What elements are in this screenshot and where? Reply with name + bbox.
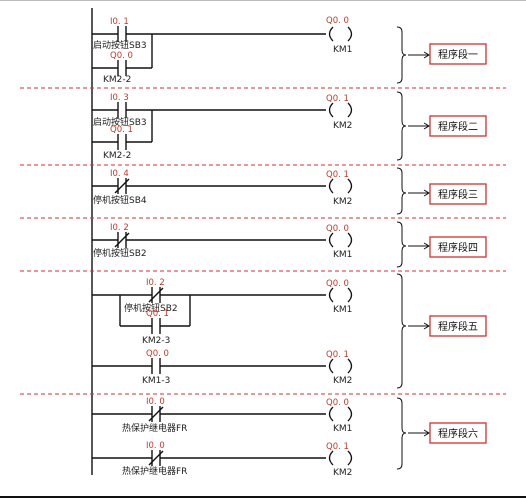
segment-3: I0. 4 停机按钮SB4 Q0. 1 KM2 程序段三 — [92, 167, 487, 215]
nc-slash — [114, 232, 130, 248]
contact-label: 启动按钮SB3 — [93, 39, 147, 51]
brace — [396, 273, 407, 389]
contact-address: I0. 3 — [110, 93, 129, 103]
segment-3-label-box — [429, 183, 487, 205]
contact-address: Q0. 0 — [146, 349, 169, 359]
contact-address: Q0. 1 — [146, 309, 169, 319]
contact-label: KM2-3 — [142, 336, 170, 346]
contact-address: I0. 1 — [110, 17, 129, 27]
segment-1-label-box — [429, 43, 487, 65]
coil-label: KM1 — [333, 305, 352, 315]
segment-6-label-box — [429, 422, 487, 444]
coil-address: Q0. 1 — [326, 94, 349, 104]
segment-2-label-box — [429, 115, 487, 137]
contact-address: I0. 2 — [110, 223, 129, 233]
segment-6: I0. 0 热保护继电器FR Q0. 0 KM1 I0. 0 热保护继电器FR … — [92, 397, 487, 478]
contact-address: I0. 0 — [146, 397, 165, 407]
segment-1: I0. 1 启动按钮SB3 Q0. 0 KM2-2 Q0. 0 KM1 程序段一 — [92, 16, 487, 85]
coil-address: Q0. 1 — [326, 442, 349, 452]
brace — [396, 167, 407, 215]
nc-slash — [148, 287, 164, 303]
contact-label: 启动按钮SB3 — [93, 116, 147, 128]
contact-address: I0. 4 — [110, 169, 129, 179]
segment-2-label: 程序段二 — [438, 120, 478, 133]
segment-4-label: 程序段四 — [438, 241, 478, 254]
segment-2: I0. 3 启动按钮SB3 Q0. 1 KM2-2 Q0. 1 KM2 程序段二 — [92, 91, 487, 161]
contact-label: KM2-2 — [103, 75, 131, 85]
contact-address: I0. 2 — [146, 278, 165, 288]
segment-5: I0. 2 停机按钮SB2 Q0. 1 KM2-3 Q0. 0 KM1 Q0. … — [92, 273, 487, 389]
contact-address: I0. 0 — [146, 441, 165, 451]
brace — [396, 91, 407, 161]
coil-label: KM2 — [333, 121, 352, 131]
nc-slash — [148, 450, 164, 466]
coil-label: KM1 — [333, 250, 352, 260]
segment-5-label-box — [429, 315, 487, 337]
coil-label: KM1 — [333, 45, 352, 55]
segment-5-label: 程序段五 — [438, 320, 478, 333]
contact-label: 热保护继电器FR — [122, 465, 187, 477]
nc-slash — [114, 178, 130, 194]
contact-address: Q0. 0 — [110, 51, 133, 61]
segment-4-label-box — [429, 236, 487, 258]
contact-label: 停机按钮SB2 — [124, 302, 178, 314]
segment-4: I0. 2 停机按钮SB2 Q0. 0 KM1 程序段四 — [92, 221, 487, 268]
contact-address: Q0. 1 — [110, 125, 133, 135]
coil-label: KM2 — [333, 197, 352, 207]
brace — [396, 221, 407, 268]
coil-address: Q0. 0 — [326, 224, 349, 234]
coil-address: Q0. 1 — [326, 170, 349, 180]
coil-address: Q0. 0 — [326, 398, 349, 408]
coil-address: Q0. 0 — [326, 279, 349, 289]
contact-label: 停机按钮SB2 — [93, 247, 147, 259]
coil-label: KM2 — [333, 376, 352, 386]
coil-label: KM2 — [333, 468, 352, 478]
coil-left-arc — [328, 26, 334, 42]
contact-label: 热保护继电器FR — [122, 422, 187, 434]
coil-address: Q0. 0 — [326, 16, 349, 26]
segment-3-label: 程序段三 — [438, 188, 478, 201]
coil-right-arc — [347, 26, 353, 42]
brace — [396, 26, 407, 84]
brace — [396, 397, 407, 470]
segment-6-label: 程序段六 — [438, 427, 478, 440]
contact-label: KM1-3 — [142, 376, 170, 386]
coil-address: Q0. 1 — [326, 350, 349, 360]
contact-label: 停机按钮SB4 — [93, 194, 147, 206]
nc-slash — [148, 406, 164, 422]
coil-label: KM1 — [333, 424, 352, 434]
contact-label: KM2-2 — [103, 151, 131, 161]
segment-1-label: 程序段一 — [438, 48, 478, 61]
